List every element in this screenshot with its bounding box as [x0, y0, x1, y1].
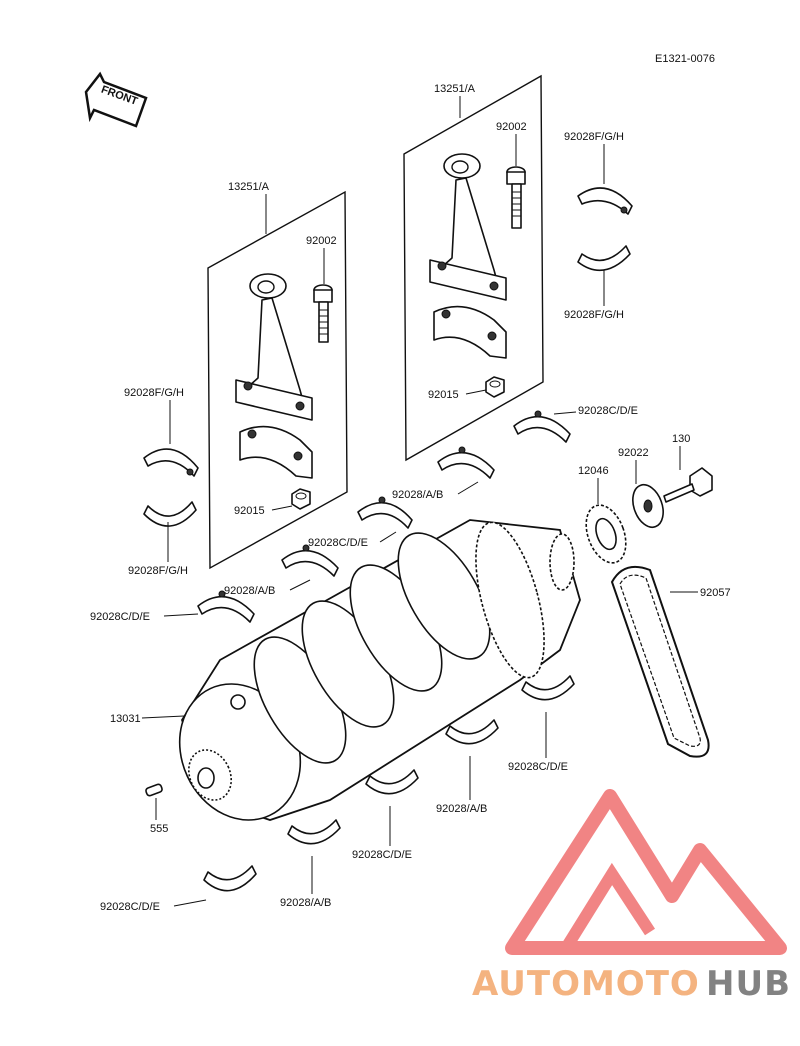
- bearing-shell: [203, 865, 257, 892]
- bearing-shell: [143, 501, 197, 527]
- timing-gear: [585, 504, 627, 564]
- crankshaft: [178, 519, 581, 821]
- rod-bolt-left: [313, 284, 333, 343]
- label-bearing-fgh-3: 92028F/G/H: [124, 387, 184, 399]
- label-rod-right: 13251/A: [434, 83, 476, 95]
- cam-chain: [610, 566, 710, 758]
- bearing-shell: [197, 590, 255, 623]
- label-bolt-right: 92002: [496, 121, 527, 133]
- label-nut-right: 92015: [428, 389, 459, 401]
- bearing-shell: [281, 544, 339, 577]
- bearing-shell: [445, 719, 499, 745]
- label-crankshaft: 13031: [110, 713, 141, 725]
- label-chain: 92057: [700, 587, 731, 599]
- connecting-rod-group-left: 13251/A 92002 92015: [207, 181, 348, 570]
- connecting-rod-left: [235, 273, 313, 479]
- rod-nut-left: [291, 488, 311, 510]
- rod-nut-right: [485, 376, 505, 398]
- bearing-shells: [143, 187, 633, 892]
- bearing-shell: [577, 245, 631, 272]
- bearing-shell: [287, 819, 341, 845]
- gear-bolt: [663, 467, 713, 503]
- label-rod-left: 13251/A: [228, 181, 270, 193]
- label-nut-left: 92015: [234, 505, 265, 517]
- bearing-shell: [513, 410, 571, 443]
- bearing-shell: [365, 769, 419, 795]
- watermark-logo: AUTOMOTO HUB: [472, 789, 791, 1004]
- watermark-text-a: AUTOMOTO: [472, 964, 700, 1004]
- label-bearing-fgh-4: 92028F/G/H: [128, 565, 188, 577]
- label-bearing-cde-4: 92028C/D/E: [508, 761, 568, 773]
- bearing-shell: [143, 448, 199, 477]
- label-bearing-ab-3: 92028/A/B: [436, 803, 487, 815]
- label-gear: 12046: [578, 465, 609, 477]
- label-bearing-ab-2: 92028/A/B: [224, 585, 275, 597]
- washer: [632, 483, 664, 529]
- connecting-rod-right: [429, 153, 507, 359]
- bearing-shell: [437, 446, 495, 479]
- label-bearing-fgh-2: 92028F/G/H: [564, 309, 624, 321]
- watermark-text-b: HUB: [706, 964, 791, 1004]
- rod-bolt-right: [506, 166, 526, 229]
- label-bolt-left: 92002: [306, 235, 337, 247]
- label-washer: 92022: [618, 447, 649, 459]
- front-arrow-icon: FRONT: [84, 71, 148, 128]
- bearing-shell: [521, 675, 575, 701]
- label-bearing-cde-6: 92028C/D/E: [100, 901, 160, 913]
- label-bearing-fgh-1: 92028F/G/H: [564, 131, 624, 143]
- diagram-ref-code: E1321-0076: [655, 53, 715, 65]
- label-bolt: 130: [672, 433, 690, 445]
- label-bearing-cde-2: 92028C/D/E: [308, 537, 368, 549]
- connecting-rod-group-right: 13251/A 92002 92015: [403, 74, 544, 462]
- dowel-pin: [145, 783, 163, 797]
- label-pin: 555: [150, 823, 168, 835]
- label-bearing-cde-1: 92028C/D/E: [578, 405, 638, 417]
- label-bearing-ab-4: 92028/A/B: [280, 897, 331, 909]
- label-bearing-cde-3: 92028C/D/E: [90, 611, 150, 623]
- bearing-shell: [577, 187, 633, 215]
- bearing-shell: [357, 496, 413, 529]
- label-bearing-cde-5: 92028C/D/E: [352, 849, 412, 861]
- label-bearing-ab-1: 92028/A/B: [392, 489, 443, 501]
